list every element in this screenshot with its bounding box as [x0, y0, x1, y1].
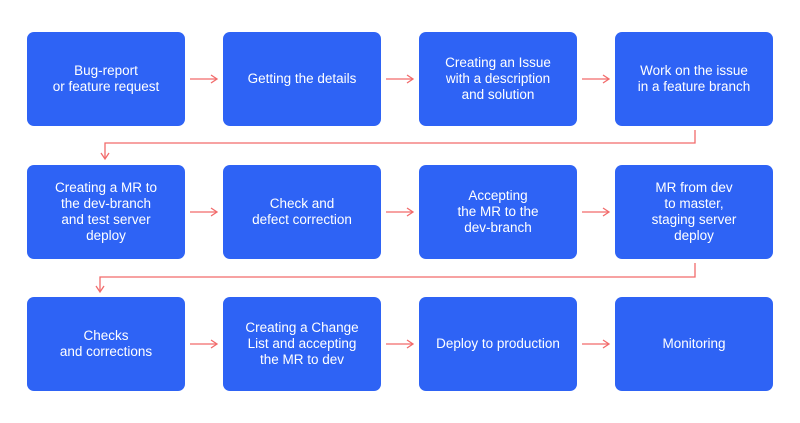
step-work-on-issue: Work on the issue in a feature branch — [615, 32, 773, 126]
step-label: Creating an Issue with a description and… — [445, 55, 551, 102]
step-bug-report: Bug-report or feature request — [27, 32, 185, 126]
step-label: Monitoring — [662, 336, 726, 351]
arrow-11-12 — [582, 339, 611, 349]
arrow-2-3 — [386, 74, 415, 84]
step-change-list: Creating a Change List and accepting the… — [223, 297, 381, 391]
arrow-6-7 — [386, 207, 415, 217]
step-getting-details: Getting the details — [223, 32, 381, 126]
step-mr-dev-to-master: MR from dev to master, staging server de… — [615, 165, 773, 259]
step-label: Creating a Change List and accepting the… — [245, 320, 359, 367]
arrow-8-9 — [95, 263, 696, 294]
step-label: MR from dev to master, staging server de… — [651, 180, 737, 243]
step-label: Getting the details — [247, 71, 357, 86]
step-monitoring: Monitoring — [615, 297, 773, 391]
arrow-10-11 — [386, 339, 415, 349]
step-creating-issue: Creating an Issue with a description and… — [419, 32, 577, 126]
step-label: Accepting the MR to the dev-branch — [457, 188, 539, 235]
step-label: Deploy to production — [436, 336, 560, 351]
arrow-5-6 — [190, 207, 219, 217]
step-label: Checks and corrections — [59, 328, 153, 359]
arrow-1-2 — [190, 74, 219, 84]
step-label: Check and defect correction — [252, 196, 352, 227]
step-accepting-mr: Accepting the MR to the dev-branch — [419, 165, 577, 259]
arrow-4-5 — [100, 130, 696, 161]
step-deploy-production: Deploy to production — [419, 297, 577, 391]
arrow-3-4 — [582, 74, 611, 84]
step-label: Work on the issue in a feature branch — [637, 63, 751, 94]
step-label: Bug-report or feature request — [52, 63, 160, 94]
step-creating-mr: Creating a MR to the dev-branch and test… — [27, 165, 185, 259]
arrow-9-10 — [190, 339, 219, 349]
step-check-defect-correction: Check and defect correction — [223, 165, 381, 259]
step-label: Creating a MR to the dev-branch and test… — [54, 180, 158, 243]
arrow-7-8 — [582, 207, 611, 217]
step-checks-corrections: Checks and corrections — [27, 297, 185, 391]
